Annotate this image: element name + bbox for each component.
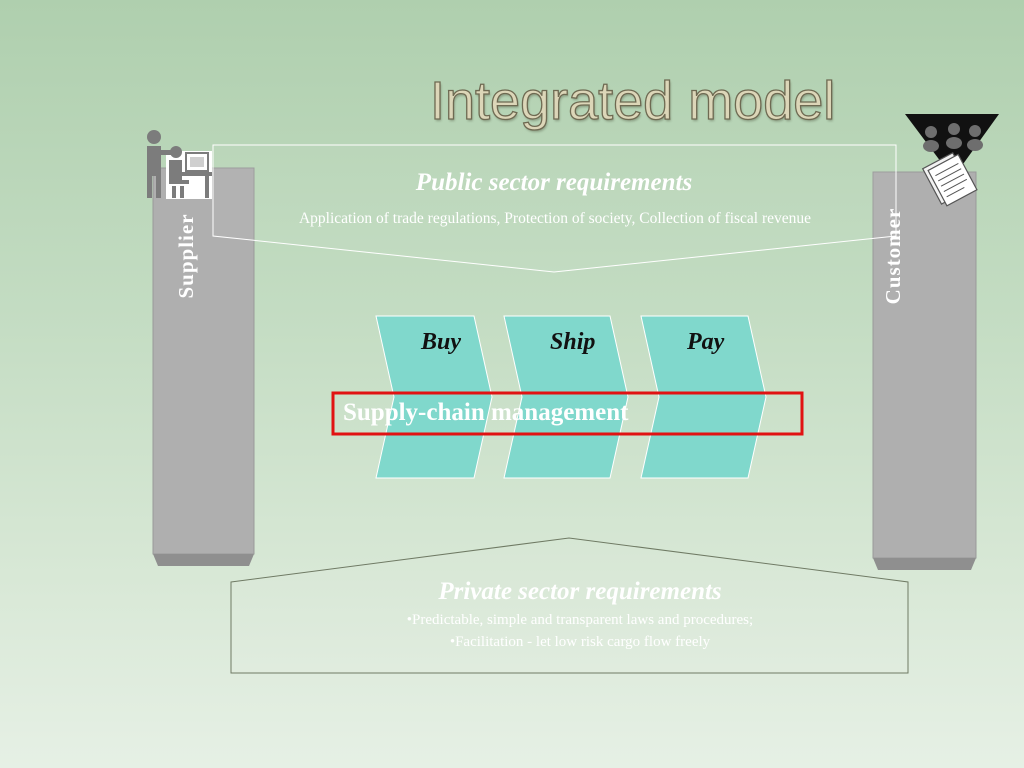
step-pay-label: Pay bbox=[687, 329, 725, 355]
supply-chain-highlight-box bbox=[331, 391, 804, 436]
public-sector-arrow-shape bbox=[212, 144, 897, 273]
chevron-pay bbox=[640, 315, 767, 479]
public-sector-title: Public sector requirements bbox=[415, 169, 693, 196]
customer-audience-documents-icon bbox=[905, 114, 999, 207]
chevron-buy bbox=[375, 315, 493, 479]
private-sector-title: Private sector requirements bbox=[438, 578, 722, 605]
supply-chain-label: Supply-chain management bbox=[343, 399, 629, 426]
step-ship-label: Ship bbox=[550, 329, 596, 355]
supplier-pillar bbox=[152, 167, 255, 566]
private-sector-bullet: •Facilitation - let low risk cargo flow … bbox=[449, 634, 711, 650]
supplier-person-computer-icon bbox=[147, 130, 212, 199]
slide-title: Integrated model bbox=[429, 70, 836, 131]
private-sector-arrow-shape bbox=[230, 537, 909, 674]
public-sector-description: Application of trade regulations, Protec… bbox=[298, 210, 812, 227]
supplier-label: Supplier bbox=[174, 213, 198, 299]
private-sector-bullet: •Predictable, simple and transparent law… bbox=[406, 612, 754, 628]
step-buy-label: Buy bbox=[421, 329, 462, 355]
chevron-ship bbox=[503, 315, 629, 479]
